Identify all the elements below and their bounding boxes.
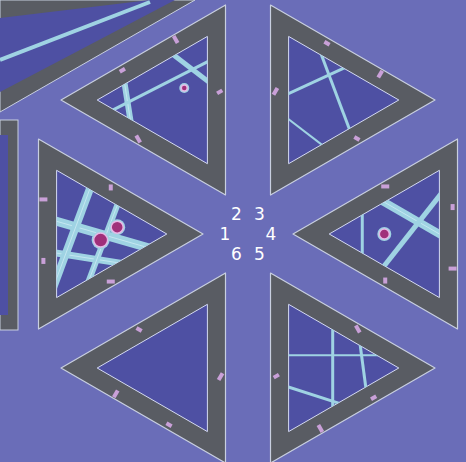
callout-number: 3: [254, 206, 265, 223]
callout-number: 5: [254, 245, 265, 262]
triangle-panels: [39, 5, 458, 462]
triangle-panel: [61, 273, 226, 462]
callout-number: 6: [231, 245, 242, 262]
triangle-panel: [61, 5, 226, 195]
callout-number: 1: [220, 226, 231, 243]
triangle-panel: [271, 273, 436, 462]
callout-number: 4: [266, 226, 277, 243]
callout-number: 2: [231, 206, 242, 223]
